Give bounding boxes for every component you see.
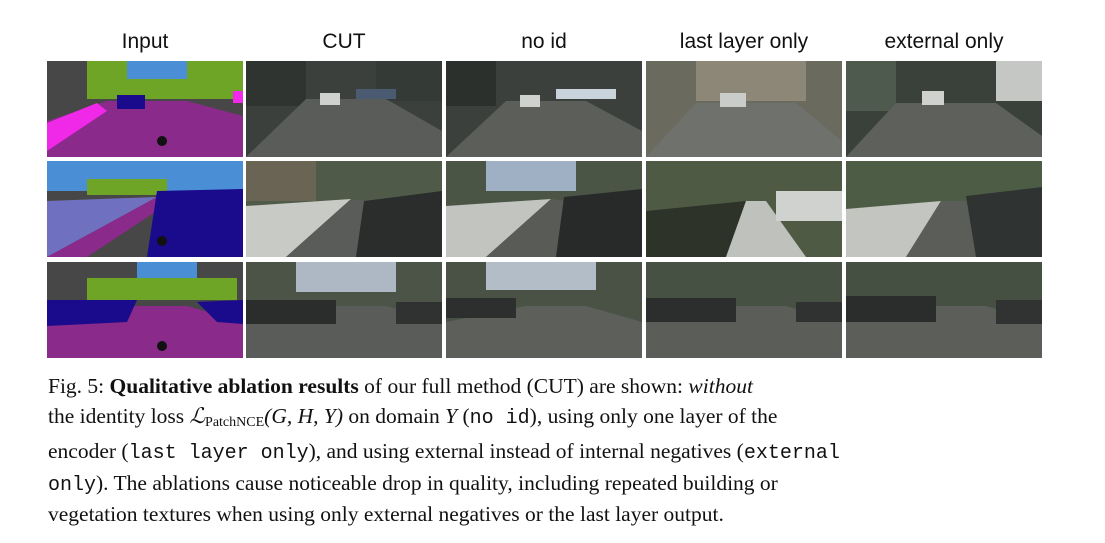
caption-text: on domain	[343, 403, 446, 428]
last-layer-only-output-image	[646, 262, 842, 358]
code-only: only	[48, 473, 97, 497]
no-id-output-image	[446, 61, 642, 157]
figure-label: Fig. 5:	[48, 374, 105, 398]
loss-symbol: ℒ	[189, 403, 206, 429]
caption-bold-title: Qualitative ablation results	[109, 374, 359, 398]
external-only-output-image	[846, 161, 1042, 257]
last-layer-only-output-image	[646, 61, 842, 157]
caption-text: ). The ablations cause noticeable drop i…	[96, 470, 778, 495]
cut-output-image	[246, 161, 442, 257]
column-header-external-only: external only	[884, 30, 1004, 53]
loss-subscript: PatchNCE	[205, 414, 265, 430]
code-external: external	[743, 442, 840, 465]
external-only-output-image	[846, 61, 1042, 157]
figure-caption: Fig. 5: Qualitative ablation results of …	[48, 372, 1058, 530]
cut-output-image	[246, 61, 442, 157]
no-id-output-image	[446, 262, 642, 358]
caption-text: the identity loss	[48, 403, 190, 428]
input-segmentation-image	[47, 161, 243, 257]
code-no-id: no id	[469, 406, 530, 430]
caption-text: of our full method (CUT) are shown:	[358, 374, 689, 398]
input-segmentation-image	[47, 262, 243, 358]
code-last-layer-only: last layer only	[128, 442, 309, 465]
column-header-last-layer-only: last layer only	[679, 30, 809, 53]
caption-text: vegetation textures when using only exte…	[48, 502, 724, 526]
caption-text: ), using only one layer of the	[529, 403, 778, 428]
input-segmentation-image	[47, 61, 243, 157]
column-header-input: Input	[121, 30, 169, 53]
caption-text: encoder (	[48, 439, 129, 463]
caption-text: ), and using external instead of interna…	[308, 439, 744, 463]
domain-symbol: Y	[445, 403, 458, 428]
cut-output-image	[246, 262, 442, 358]
no-id-output-image	[446, 161, 642, 257]
external-only-output-image	[846, 262, 1042, 358]
loss-args: (G, H, Y)	[264, 403, 343, 428]
caption-italic: without	[688, 374, 753, 398]
column-header-no-id: no id	[521, 30, 567, 53]
caption-text: (	[457, 403, 470, 428]
last-layer-only-output-image	[646, 161, 842, 257]
column-header-cut: CUT	[322, 30, 366, 53]
